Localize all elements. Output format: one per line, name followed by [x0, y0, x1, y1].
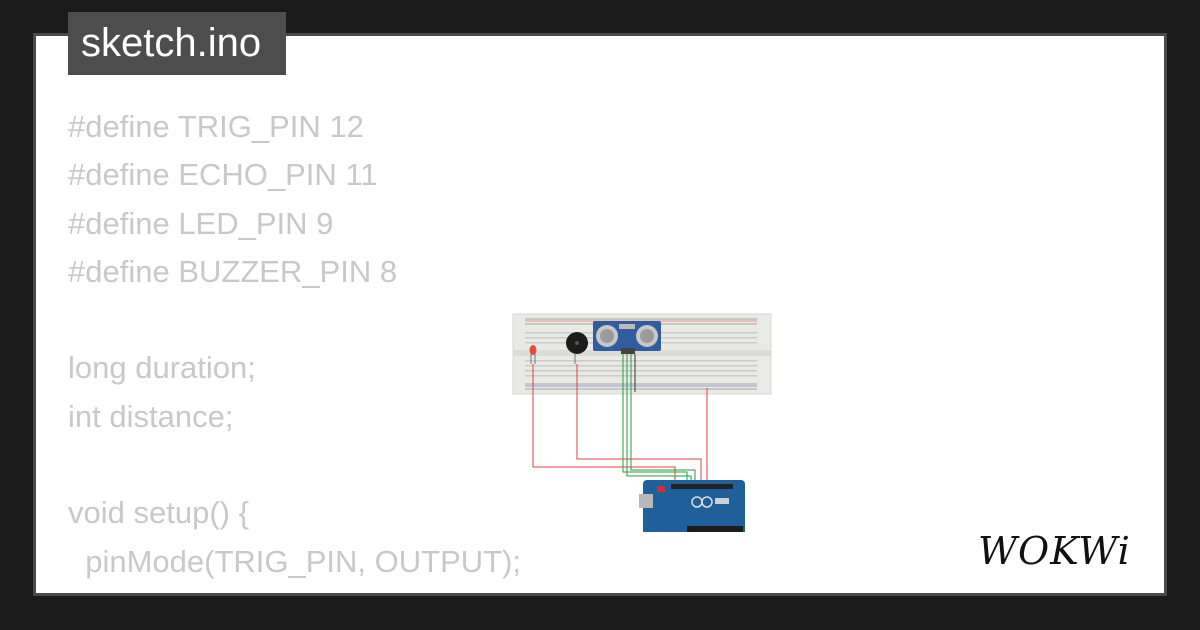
preview-card: #define TRIG_PIN 12 #define ECHO_PIN 11 #d… — [33, 33, 1167, 596]
wokwi-logo: WOKWi — [978, 529, 1131, 573]
code-line: int distance; — [68, 398, 234, 434]
code-line: #define BUZZER_PIN 8 — [68, 253, 398, 289]
code-line: #define TRIG_PIN 12 — [68, 109, 364, 144]
ultrasonic-sensor — [593, 321, 661, 354]
code-editor: #define TRIG_PIN 12 #define ECHO_PIN 11 #d… — [68, 103, 522, 593]
svg-text:WOKWi: WOKWi — [978, 529, 1131, 573]
arduino-uno — [639, 480, 745, 532]
led — [529, 345, 537, 364]
code-line: void setup() { — [68, 495, 249, 531]
code-line: long duration; — [68, 350, 256, 386]
code-line: pinMode(ECHO_PIN, INPUT); — [68, 586, 521, 593]
code-line — [68, 441, 521, 489]
buzzer — [566, 332, 588, 364]
wires — [532, 354, 708, 482]
code-line: pinMode(TRIG_PIN, OUTPUT); — [68, 543, 522, 579]
circuit-diagram — [512, 313, 772, 532]
code-line: #define LED_PIN 9 — [68, 205, 334, 241]
file-tab[interactable]: sketch.ino — [68, 12, 286, 75]
code-line: #define ECHO_PIN 11 — [68, 157, 378, 193]
code-line — [68, 296, 521, 344]
